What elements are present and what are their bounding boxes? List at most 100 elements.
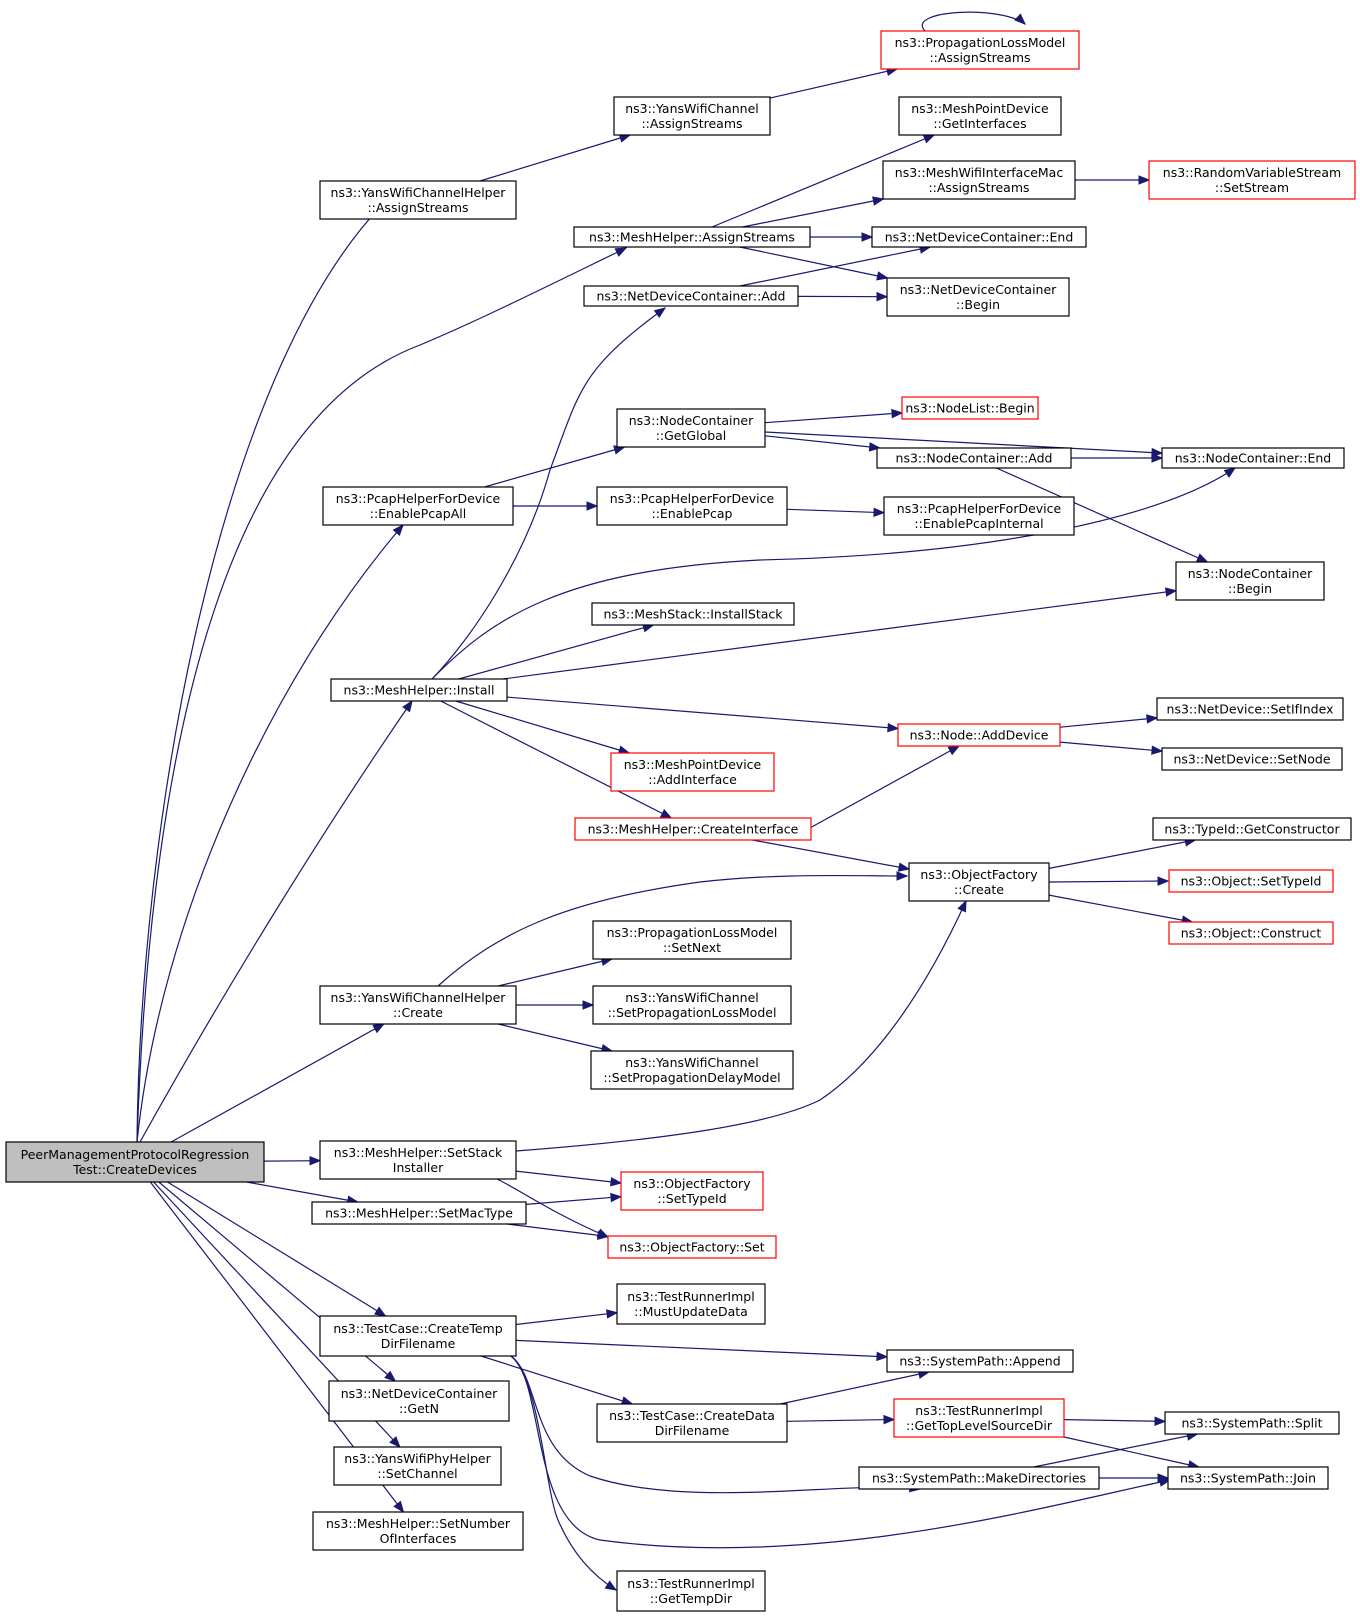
node-label-line: Installer xyxy=(393,1160,444,1175)
node-rvs-setstream[interactable]: ns3::RandomVariableStream::SetStream xyxy=(1148,160,1356,200)
node-nd-setnode[interactable]: ns3::NetDevice::SetNode xyxy=(1161,747,1343,771)
edge-line xyxy=(440,700,672,819)
edge-plm-assign-to-plm-assign xyxy=(921,11,1026,32)
node-tri-gettoplevel[interactable]: ns3::TestRunnerImpl::GetTopLevelSourceDi… xyxy=(893,1398,1065,1438)
edge-arrowhead xyxy=(606,1309,619,1319)
node-sp-makedirs[interactable]: ns3::SystemPath::MakeDirectories xyxy=(858,1466,1100,1490)
edge-arrowhead xyxy=(868,442,882,452)
node-label-line: ::GetGlobal xyxy=(656,428,727,443)
node-box xyxy=(616,408,766,448)
edge-arrowhead xyxy=(873,507,886,518)
node-ndc-end[interactable]: ns3::NetDeviceContainer::End xyxy=(871,226,1087,248)
node-box xyxy=(5,1141,265,1183)
node-ywch-create[interactable]: ns3::YansWifiChannelHelper::Create xyxy=(319,985,517,1025)
node-label-line: ns3::ObjectFactory::Set xyxy=(619,1240,764,1255)
edge-root-to-mh-setmactype xyxy=(246,1181,360,1205)
node-node-adddevice[interactable]: ns3::Node::AddDevice xyxy=(897,723,1061,747)
node-phfd-internal[interactable]: ns3::PcapHelperForDevice::EnablePcapInte… xyxy=(883,496,1075,536)
node-box xyxy=(328,1380,510,1422)
node-label-line: ns3::YansWifiChannel xyxy=(625,990,759,1005)
node-label-line: ns3::RandomVariableStream xyxy=(1163,165,1341,180)
edge-arrowhead xyxy=(659,809,673,819)
edge-arrowhead xyxy=(1223,467,1237,478)
edge-arrowhead xyxy=(604,1580,618,1591)
edge-line xyxy=(1063,1419,1166,1422)
node-obj-settypeid[interactable]: ns3::Object::SetTypeId xyxy=(1168,869,1334,893)
edge-line xyxy=(139,700,413,1143)
node-nc-begin[interactable]: ns3::NodeContainer::Begin xyxy=(1175,561,1325,601)
node-nc-end[interactable]: ns3::NodeContainer::End xyxy=(1161,447,1345,469)
edge-arrowhead xyxy=(586,501,599,511)
node-label-line: ns3::NetDeviceContainer xyxy=(341,1386,498,1401)
node-ndc-add[interactable]: ns3::NetDeviceContainer::Add xyxy=(583,285,799,307)
node-box xyxy=(616,1570,766,1612)
edge-arrowhead xyxy=(872,196,885,206)
edge-line xyxy=(764,431,1163,454)
nodes-layer: PeerManagementProtocolRegressionTest::Cr… xyxy=(5,30,1356,1612)
node-nc-getglobal[interactable]: ns3::NodeContainer::GetGlobal xyxy=(616,408,766,448)
node-ywch-assign[interactable]: ns3::YansWifiChannelHelper::AssignStream… xyxy=(319,180,517,220)
node-mwim-assign[interactable]: ns3::MeshWifiInterfaceMac::AssignStreams xyxy=(882,160,1076,200)
edge-nc-add-to-nc-end xyxy=(1071,453,1164,463)
node-label-line: ::GetTempDir xyxy=(650,1591,733,1606)
edge-arrowhead xyxy=(876,1351,889,1362)
node-obj-construct[interactable]: ns3::Object::Construct xyxy=(1168,921,1334,945)
node-ywc-assign[interactable]: ns3::YansWifiChannel::AssignStreams xyxy=(613,96,771,136)
edge-mh-assign-to-ndc-end xyxy=(810,232,874,242)
edge-line xyxy=(764,412,903,424)
node-sp-join[interactable]: ns3::SystemPath::Join xyxy=(1167,1466,1329,1490)
node-of-create[interactable]: ns3::ObjectFactory::Create xyxy=(908,862,1050,902)
node-ms-install[interactable]: ns3::MeshStack::InstallStack xyxy=(591,602,795,626)
node-phfd-all[interactable]: ns3::PcapHelperForDevice::EnablePcapAll xyxy=(322,486,514,526)
node-tri-mustupdate[interactable]: ns3::TestRunnerImpl::MustUpdateData xyxy=(616,1283,766,1325)
node-mh-createif[interactable]: ns3::MeshHelper::CreateInterface xyxy=(574,817,812,841)
edge-arrowhead xyxy=(384,1370,397,1382)
node-ndc-getn[interactable]: ns3::NetDeviceContainer::GetN xyxy=(328,1380,510,1422)
node-label-line: ns3::NodeContainer xyxy=(1188,566,1313,581)
node-tid-getctor[interactable]: ns3::TypeId::GetConstructor xyxy=(1152,817,1352,841)
edge-line xyxy=(479,134,631,182)
edge-tc-createdata-to-tri-gettoplevel xyxy=(786,1414,896,1425)
node-ywc-setloss[interactable]: ns3::YansWifiChannel::SetPropagationLoss… xyxy=(592,985,792,1025)
node-box xyxy=(613,96,771,136)
node-mh-assign[interactable]: ns3::MeshHelper::AssignStreams xyxy=(573,226,811,248)
node-label-line: ns3::ObjectFactory xyxy=(920,867,1038,882)
edge-root-to-mh-setstack xyxy=(263,1156,322,1166)
node-nc-add[interactable]: ns3::NodeContainer::Add xyxy=(876,447,1072,469)
node-root[interactable]: PeerManagementProtocolRegressionTest::Cr… xyxy=(5,1141,265,1183)
node-mh-install[interactable]: ns3::MeshHelper::Install xyxy=(330,678,508,702)
edge-line xyxy=(515,1170,622,1184)
node-sp-append[interactable]: ns3::SystemPath::Append xyxy=(886,1349,1074,1373)
edge-line xyxy=(497,958,613,987)
node-nl-begin[interactable]: ns3::NodeList::Begin xyxy=(901,396,1039,420)
edge-line xyxy=(480,1355,633,1405)
node-box xyxy=(311,1201,527,1225)
node-ywph-setchannel[interactable]: ns3::YansWifiPhyHelper::SetChannel xyxy=(333,1446,502,1486)
node-label-line: ::SetNext xyxy=(663,940,721,955)
node-sp-split[interactable]: ns3::SystemPath::Split xyxy=(1164,1411,1340,1435)
node-of-set[interactable]: ns3::ObjectFactory::Set xyxy=(607,1235,777,1259)
node-label-line: ns3::YansWifiPhyHelper xyxy=(344,1451,491,1466)
node-phfd-pcap[interactable]: ns3::PcapHelperForDevice::EnablePcap xyxy=(596,486,788,526)
node-mh-setmactype[interactable]: ns3::MeshHelper::SetMacType xyxy=(311,1201,527,1225)
node-label-line: ::GetN xyxy=(399,1401,439,1416)
node-ndc-begin[interactable]: ns3::NetDeviceContainer::Begin xyxy=(886,277,1070,317)
node-plm-assign[interactable]: ns3::PropagationLossModel::AssignStreams xyxy=(880,30,1080,70)
node-tri-gettempdir[interactable]: ns3::TestRunnerImpl::GetTempDir xyxy=(616,1570,766,1612)
node-mpd-getif[interactable]: ns3::MeshPointDevice::GetInterfaces xyxy=(898,96,1062,136)
edge-line xyxy=(752,839,910,870)
node-ywc-setdelay[interactable]: ns3::YansWifiChannel::SetPropagationDela… xyxy=(590,1050,794,1090)
node-plm-setnext[interactable]: ns3::PropagationLossModel::SetNext xyxy=(592,920,792,960)
node-label-line: ::AssignStreams xyxy=(928,180,1029,195)
edge-root-to-mh-assign xyxy=(136,247,628,1143)
node-box xyxy=(319,1315,517,1357)
node-box xyxy=(574,817,812,841)
node-mpd-addif[interactable]: ns3::MeshPointDevice::AddInterface xyxy=(610,752,775,792)
node-of-settypeid[interactable]: ns3::ObjectFactory::SetTypeId xyxy=(620,1171,764,1211)
node-nd-setifindex[interactable]: ns3::NetDevice::SetIfIndex xyxy=(1156,697,1344,721)
edge-arrowhead xyxy=(653,307,667,319)
